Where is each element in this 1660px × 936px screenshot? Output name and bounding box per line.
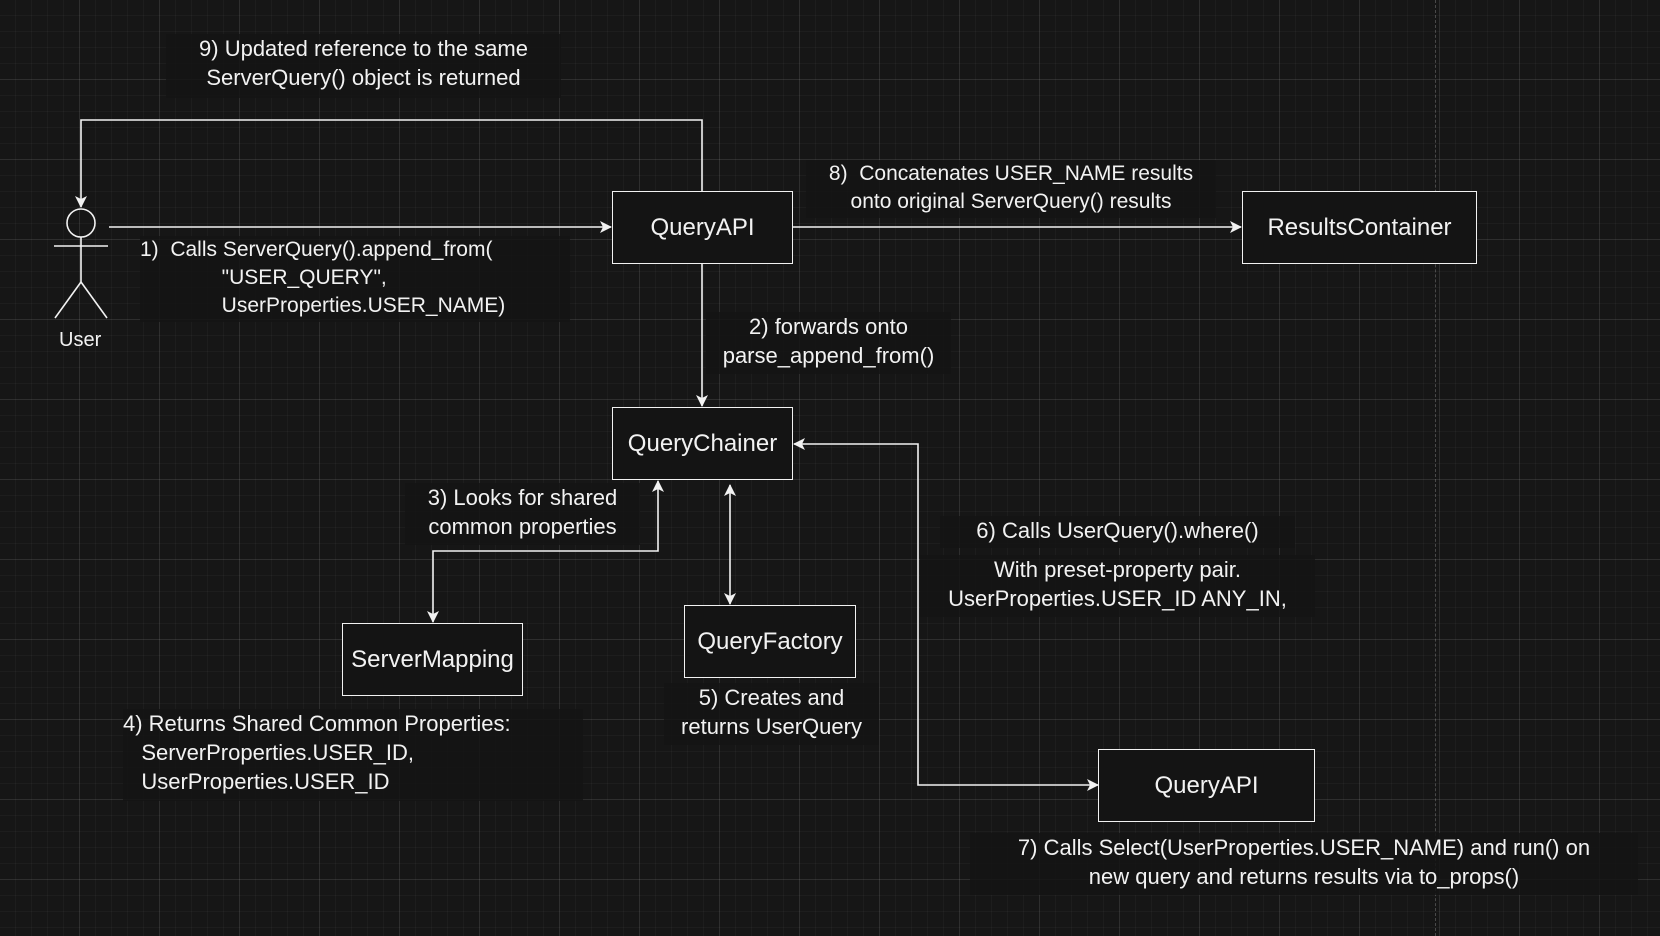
step-6-label: 6) Calls UserQuery().where() [940,516,1295,548]
step-2-label: 2) forwards onto parse_append_from() [706,312,951,374]
step-8-label: 8) Concatenates USER_NAME results onto o… [806,160,1216,218]
servermapping-box[interactable]: ServerMapping [342,623,523,696]
step-3-label: 3) Looks for shared common properties [405,483,640,545]
edge-querychainer-servermapping [427,480,664,623]
step-5-label: 5) Creates and returns UserQuery [664,683,879,745]
step-9-label: 9) Updated reference to the same ServerQ… [166,34,561,98]
dashed-page-divider [1435,0,1436,936]
edge-querychainer-queryapi-bottom [793,438,1099,791]
querychainer-box[interactable]: QueryChainer [612,407,793,480]
user-actor-icon [54,208,108,319]
step-1-label: 1) Calls ServerQuery().append_from( "USE… [140,236,570,322]
queryapi-top-box[interactable]: QueryAPI [612,191,793,264]
user-actor-label: User [59,329,102,351]
queryfactory-box[interactable]: QueryFactory [684,605,856,678]
resultscontainer-box[interactable]: ResultsContainer [1242,191,1477,264]
step-7-label: 7) Calls Select(UserProperties.USER_NAME… [970,833,1638,895]
step-4-label: 4) Returns Shared Common Properties: Ser… [123,709,583,801]
edge-queryapi-to-user [75,119,703,208]
queryapi-bottom-box[interactable]: QueryAPI [1098,749,1315,822]
step-6-detail-label: With preset-property pair. UserPropertie… [920,555,1315,617]
